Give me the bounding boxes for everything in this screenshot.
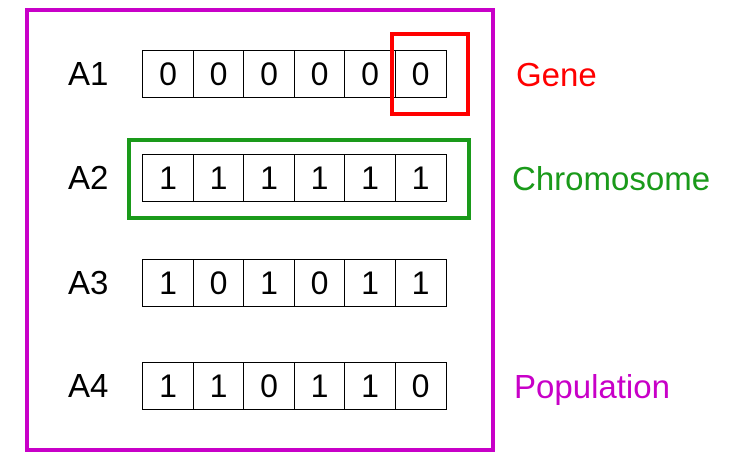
gene-cell: 0 [192,50,245,98]
gene-cell: 0 [142,50,194,98]
gene-cell: 0 [243,50,295,98]
gene-cell: 1 [142,362,194,410]
chromosome-label: Chromosome [512,160,711,197]
gene-label: Gene [516,56,597,93]
gene-cell: 0 [344,50,396,98]
gene-cell: 0 [394,362,447,410]
gene-cell: 0 [293,259,346,307]
gene-cell: 0 [293,50,346,98]
row-label-a1: A1 [68,55,109,92]
chromosome-a4: 1 1 0 1 1 0 [142,362,447,410]
gene-cell: 1 [142,259,194,307]
gene-cell: 1 [394,154,447,202]
population-label: Population [514,368,670,405]
gene-highlight-box [390,32,470,116]
chromosome-a2: 1 1 1 1 1 1 [142,154,447,202]
gene-cell: 1 [243,259,295,307]
gene-cell: 1 [344,259,396,307]
gene-cell: 0 [192,259,245,307]
chromosome-highlight-box [127,138,471,220]
row-label-a3: A3 [68,264,109,301]
gene-cell: 1 [192,362,245,410]
row-label-a2: A2 [68,159,109,196]
gene-cell: 1 [344,362,396,410]
chromosome-a3: 1 0 1 0 1 1 [142,259,447,307]
gene-cell: 0 [394,50,447,98]
gene-cell: 1 [243,154,295,202]
gene-cell: 1 [293,154,346,202]
row-label-a4: A4 [68,367,109,404]
gene-cell: 1 [293,362,346,410]
gene-cell: 1 [394,259,447,307]
chromosome-a1: 0 0 0 0 0 0 [142,50,447,98]
gene-cell: 0 [243,362,295,410]
population-box [25,8,495,452]
